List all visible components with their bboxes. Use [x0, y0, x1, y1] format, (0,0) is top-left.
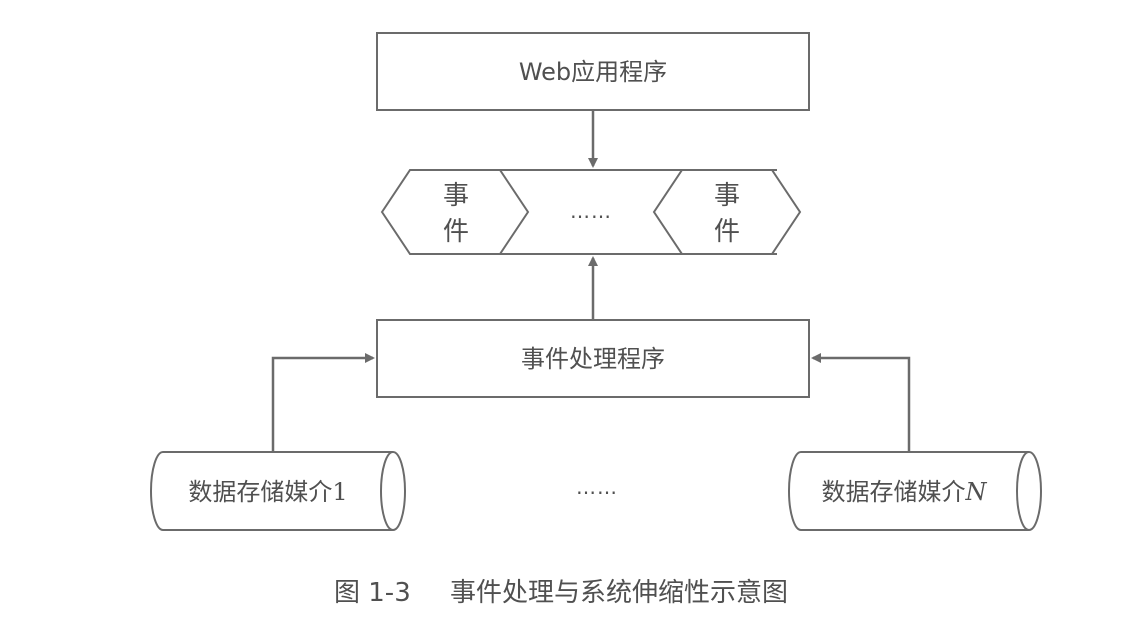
events-ellipsis: ……: [570, 199, 612, 223]
event-handler-node: 事件处理程序: [376, 319, 810, 398]
storage-node-n: 数据存储媒介N: [788, 451, 1042, 531]
web-app-node: Web应用程序: [376, 32, 810, 111]
event-right-char-top: 事: [714, 181, 740, 211]
figure-title: 事件处理与系统伸缩性示意图: [450, 578, 788, 608]
arrow-storage1-to-handler: [271, 353, 375, 452]
event-left-char-bottom: 件: [443, 217, 469, 247]
event-handler-label: 事件处理程序: [521, 345, 665, 373]
storage-node-1: 数据存储媒介1: [150, 451, 406, 531]
figure-caption: 图 1-3 事件处理与系统伸缩性示意图: [334, 578, 788, 608]
figure-number: 图 1-3: [334, 578, 411, 608]
event-left-char-top: 事: [443, 181, 469, 211]
web-app-label: Web应用程序: [519, 58, 667, 86]
storage-1-label: 数据存储媒介1: [188, 478, 347, 506]
event-right-char-bottom: 件: [714, 217, 740, 247]
arrow-storageN-to-handler: [811, 353, 911, 452]
event-node-left: 事 件: [380, 169, 530, 255]
storage-n-label: 数据存储媒介N: [822, 478, 988, 506]
storage-ellipsis: ……: [576, 475, 618, 499]
event-node-right: 事 件: [652, 169, 802, 255]
events-queue: 事 件 …… 事 件: [380, 169, 802, 255]
